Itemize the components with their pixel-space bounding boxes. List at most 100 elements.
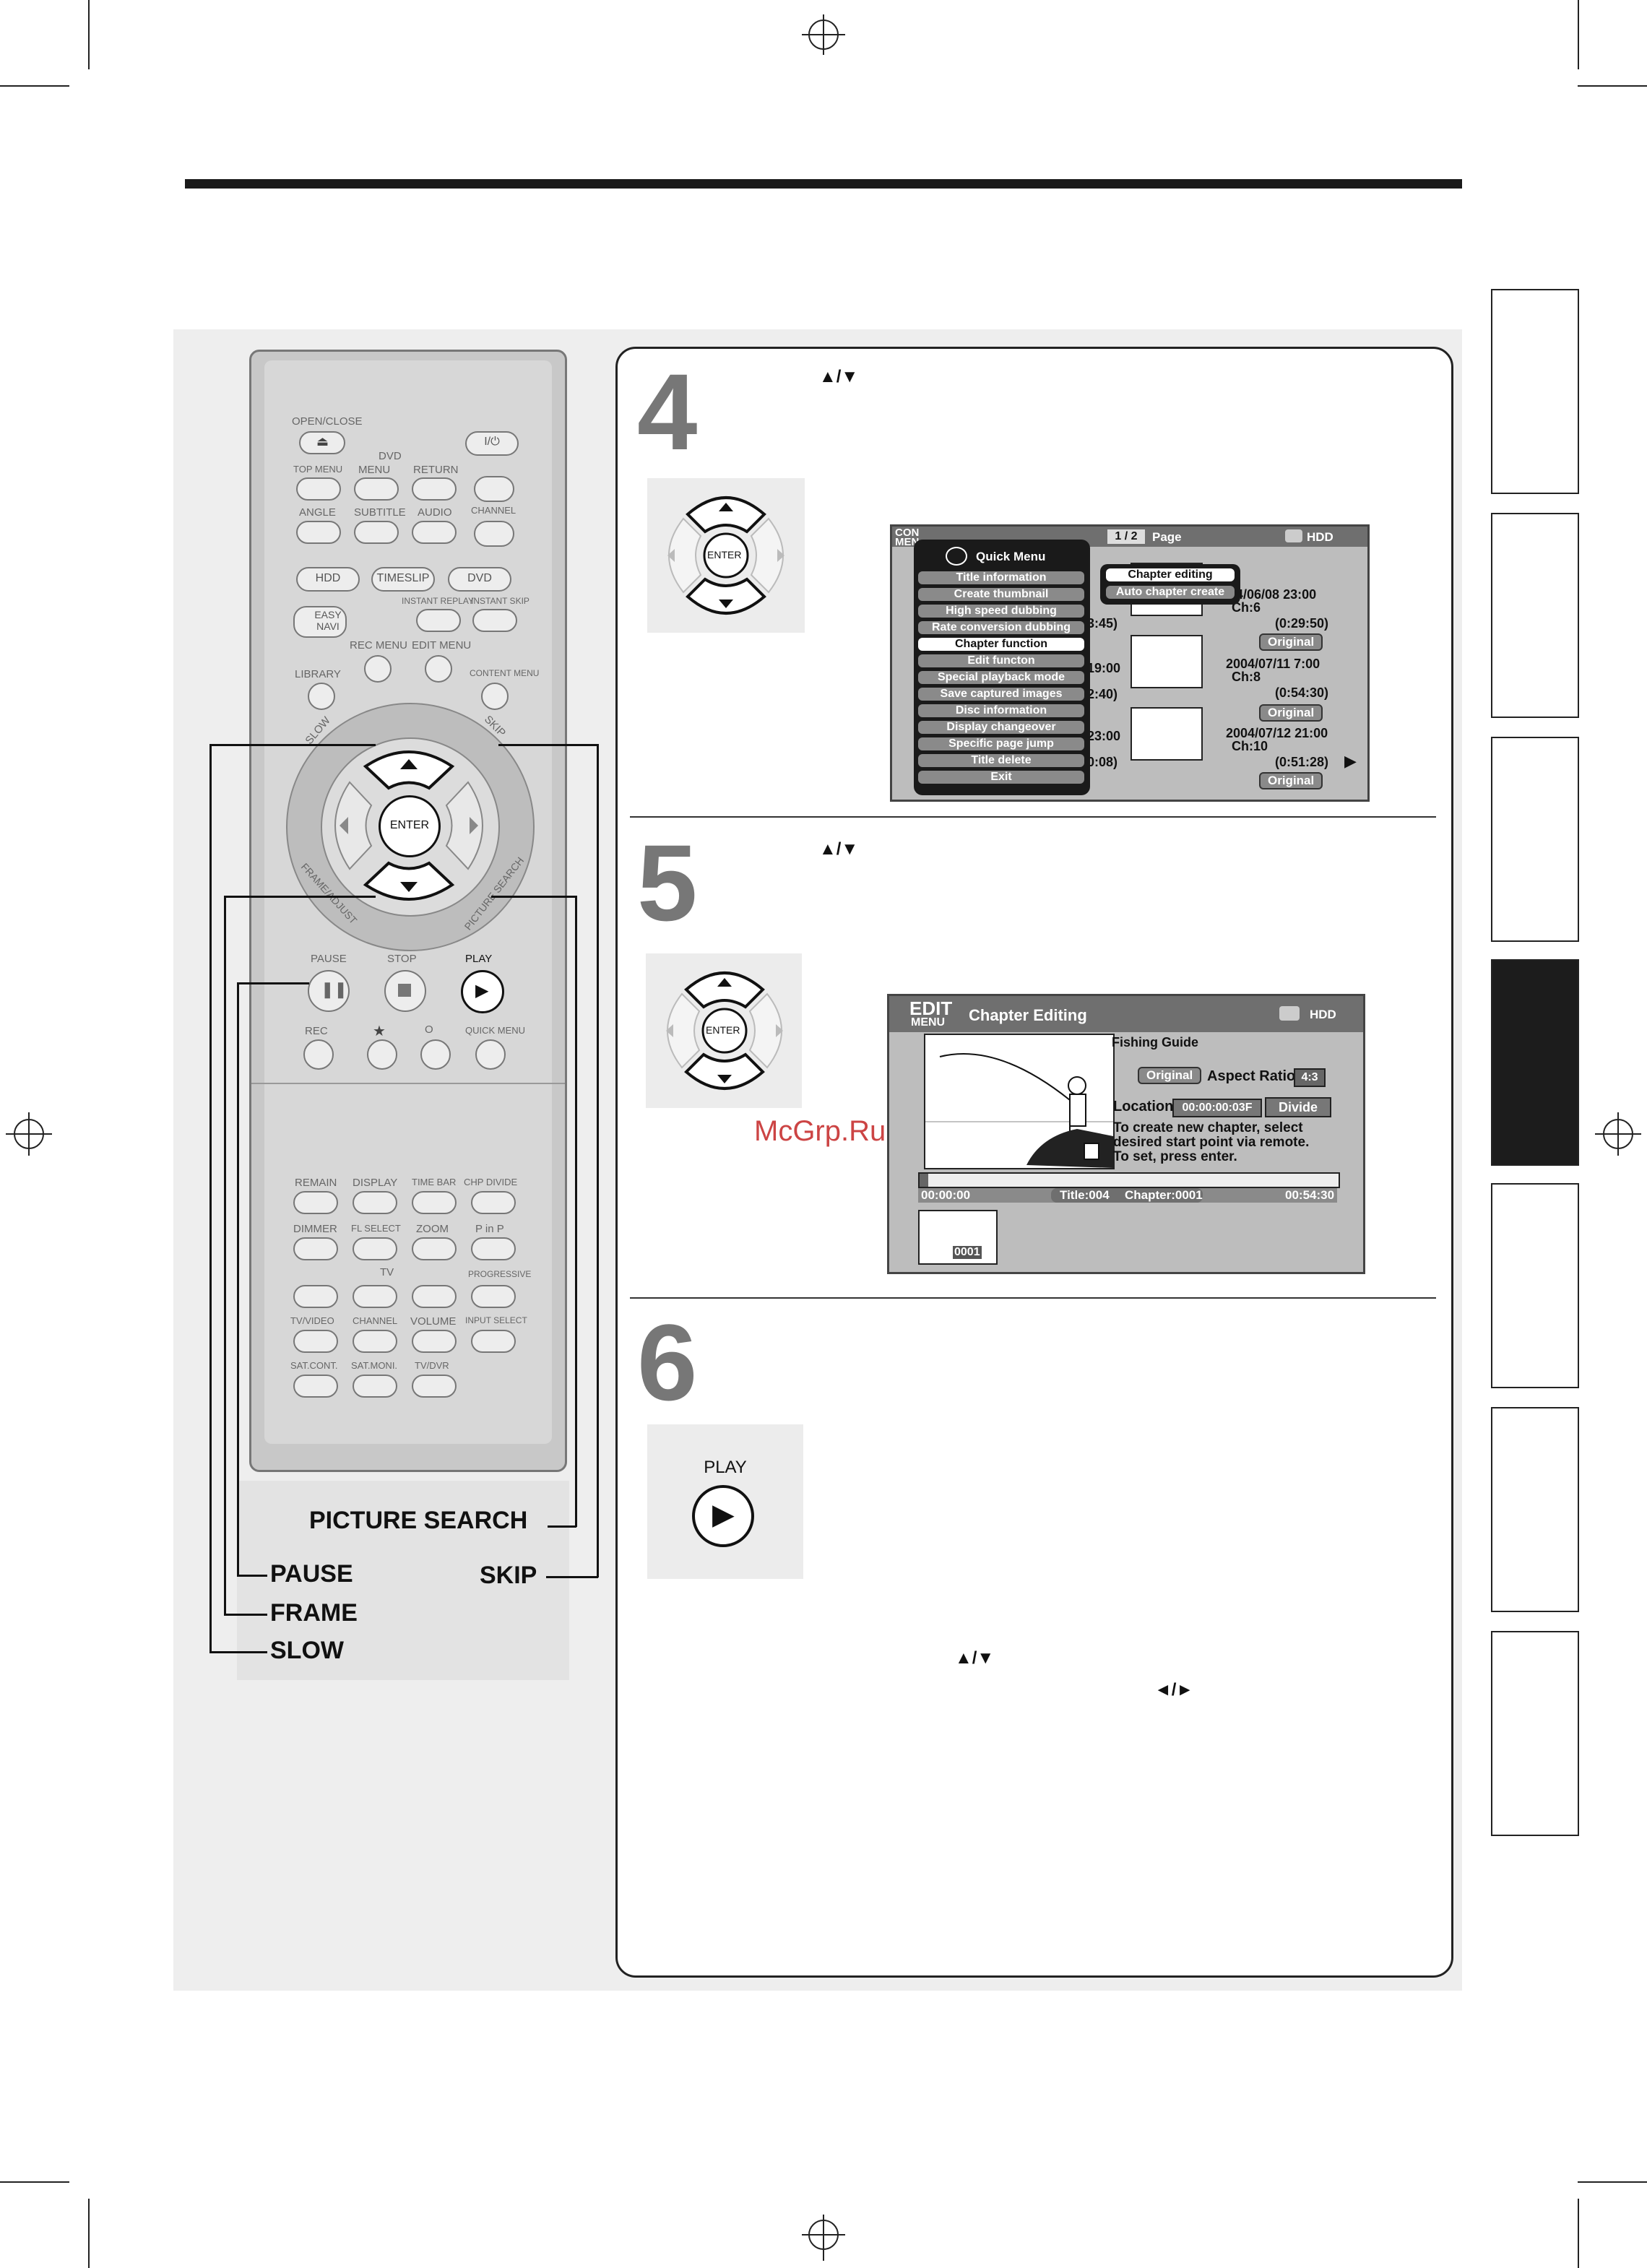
up-arrow-icon bbox=[400, 759, 418, 769]
timeline-bar[interactable] bbox=[918, 1172, 1340, 1188]
submenu-chapter-editing[interactable]: Chapter editing bbox=[1106, 568, 1235, 581]
step-4-pad: ENTER bbox=[647, 478, 805, 633]
remote-face: OPEN/CLOSE ⏏ I/⏻ DVD TOP MENU MENU RETUR… bbox=[251, 360, 565, 1444]
rec-menu-button[interactable] bbox=[364, 655, 392, 683]
menu-item-high-speed-dubbing[interactable]: High speed dubbing bbox=[918, 605, 1084, 618]
menu-item-rate-conversion-dubbing[interactable]: Rate conversion dubbing bbox=[918, 621, 1084, 634]
section-tab-active[interactable] bbox=[1491, 959, 1579, 1166]
right-arrow-button bbox=[445, 781, 483, 870]
section-tab-1[interactable] bbox=[1491, 289, 1579, 494]
menu-item-title-information[interactable]: Title information bbox=[918, 571, 1084, 584]
sat-moni-button[interactable] bbox=[353, 1375, 397, 1398]
label-instant-skip: INSTANT SKIP bbox=[471, 596, 529, 606]
label-audio: AUDIO bbox=[418, 506, 452, 519]
menu-item-exit[interactable]: Exit bbox=[918, 771, 1084, 784]
sat-cont-button[interactable] bbox=[293, 1375, 338, 1398]
next-page-icon[interactable]: ▶ bbox=[1344, 752, 1357, 770]
quick-menu-icon bbox=[946, 547, 967, 566]
label-stop: STOP bbox=[387, 953, 417, 965]
menu-item-display-changeover[interactable]: Display changeover bbox=[918, 721, 1084, 734]
chp-divide-button[interactable] bbox=[471, 1191, 516, 1214]
star-button[interactable] bbox=[367, 1039, 397, 1070]
input-select-button[interactable] bbox=[471, 1330, 516, 1353]
crop-mark bbox=[0, 2181, 69, 2183]
rec-button[interactable] bbox=[303, 1039, 334, 1070]
location-input[interactable]: 00:00:00:03F bbox=[1172, 1099, 1262, 1117]
label-top-menu: TOP MENU bbox=[293, 464, 343, 475]
chapter-thumbnail[interactable]: 0001 bbox=[918, 1210, 998, 1265]
menu-item-save-captured-images[interactable]: Save captured images bbox=[918, 688, 1084, 701]
section-tab-2[interactable] bbox=[1491, 513, 1579, 718]
menu-item-specific-page-jump[interactable]: Specific page jump bbox=[918, 737, 1084, 750]
time-bar-button[interactable] bbox=[412, 1191, 457, 1214]
play-button[interactable]: ▶ bbox=[461, 970, 504, 1013]
zoom-button[interactable] bbox=[412, 1237, 457, 1260]
edit-menu-button[interactable] bbox=[425, 655, 452, 683]
return-button[interactable] bbox=[412, 477, 457, 501]
open-close-button[interactable]: ⏏ bbox=[299, 431, 345, 454]
section-tab-5[interactable] bbox=[1491, 1183, 1579, 1388]
stop-button[interactable] bbox=[384, 970, 426, 1012]
dimmer-button[interactable] bbox=[293, 1237, 338, 1260]
menu-item-special-playback-mode[interactable]: Special playback mode bbox=[918, 671, 1084, 684]
top-menu-button[interactable] bbox=[296, 477, 341, 501]
p-in-p-button[interactable] bbox=[471, 1237, 516, 1260]
tv-video-button[interactable] bbox=[293, 1330, 338, 1353]
angle-button[interactable] bbox=[296, 521, 341, 544]
display-button[interactable] bbox=[353, 1191, 397, 1214]
page-current: 1 bbox=[1115, 530, 1122, 542]
label-rec: REC bbox=[305, 1025, 328, 1037]
screen2-hdd: HDD bbox=[1310, 1008, 1336, 1021]
crop-mark bbox=[0, 85, 69, 87]
tv-power-button[interactable] bbox=[293, 1285, 338, 1308]
step-4-arrows: ▲/▼ bbox=[819, 367, 859, 386]
tv-volume-up-button[interactable] bbox=[412, 1285, 457, 1308]
instant-skip-button[interactable] bbox=[472, 609, 517, 632]
channel-up-button[interactable] bbox=[474, 476, 514, 502]
step-separator bbox=[630, 816, 1436, 818]
subtitle-button[interactable] bbox=[354, 521, 399, 544]
left-arrow-icon bbox=[340, 817, 348, 834]
power-button[interactable]: I/⏻ bbox=[465, 431, 519, 456]
tv-channel-up-button[interactable] bbox=[353, 1285, 397, 1308]
menu-item-create-thumbnail[interactable]: Create thumbnail bbox=[918, 588, 1084, 601]
audio-button[interactable] bbox=[412, 521, 457, 544]
menu-item-edit-function[interactable]: Edit functon bbox=[918, 654, 1084, 667]
dvd-button[interactable]: DVD bbox=[448, 567, 511, 592]
tv-volume-down-button[interactable] bbox=[412, 1330, 457, 1353]
play-icon: ▶ bbox=[712, 1499, 735, 1531]
hdd-button[interactable]: HDD bbox=[296, 567, 360, 592]
step-6-play-button[interactable]: ▶ bbox=[692, 1485, 754, 1547]
content-menu-button[interactable] bbox=[481, 683, 509, 710]
label-sat-cont: SAT.CONT. bbox=[290, 1360, 338, 1371]
menu-button[interactable] bbox=[354, 477, 399, 501]
section-tab-7[interactable] bbox=[1491, 1631, 1579, 1836]
remain-button[interactable] bbox=[293, 1191, 338, 1214]
registration-mark-right bbox=[1595, 1112, 1641, 1156]
easy-navi-button[interactable]: EASY NAVI bbox=[293, 606, 347, 638]
label-fl-select: FL SELECT bbox=[351, 1223, 401, 1234]
label-progressive: PROGRESSIVE bbox=[468, 1269, 532, 1279]
tv-dvr-button[interactable] bbox=[412, 1375, 457, 1398]
fl-select-button[interactable] bbox=[353, 1237, 397, 1260]
progressive-button[interactable] bbox=[471, 1285, 516, 1308]
menu-item-chapter-function[interactable]: Chapter function bbox=[918, 638, 1084, 651]
instant-replay-button[interactable] bbox=[416, 609, 461, 632]
circle-button[interactable] bbox=[420, 1039, 451, 1070]
menu-item-title-delete[interactable]: Title delete bbox=[918, 754, 1084, 767]
divide-button[interactable]: Divide bbox=[1265, 1097, 1331, 1117]
menu-item-disc-information[interactable]: Disc information bbox=[918, 704, 1084, 717]
quick-menu-button[interactable] bbox=[475, 1039, 506, 1070]
section-tab-3[interactable] bbox=[1491, 737, 1579, 942]
step-6-arrows-1: ▲/▼ bbox=[955, 1648, 995, 1668]
submenu-auto-chapter-create[interactable]: Auto chapter create bbox=[1106, 586, 1235, 599]
section-tab-6[interactable] bbox=[1491, 1407, 1579, 1612]
library-button[interactable] bbox=[308, 683, 335, 710]
pause-button[interactable]: ❚❚ bbox=[308, 970, 350, 1012]
timeslip-button[interactable]: TIMESLIP bbox=[371, 567, 435, 592]
enter-button[interactable]: ENTER bbox=[379, 795, 441, 857]
step-6-number: 6 bbox=[637, 1302, 698, 1423]
channel-down-button[interactable] bbox=[474, 521, 514, 547]
tv-channel-down-button[interactable] bbox=[353, 1330, 397, 1353]
timeline-marker[interactable] bbox=[920, 1174, 928, 1187]
